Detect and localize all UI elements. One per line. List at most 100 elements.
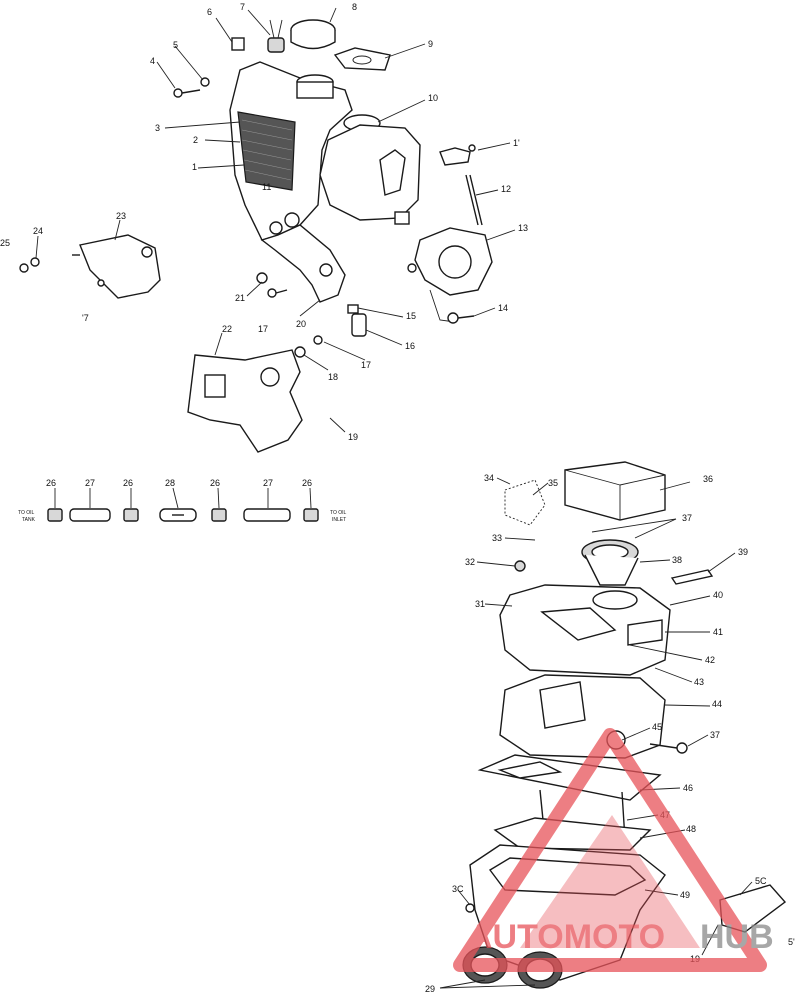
label-to-oil-tank-1: TO OIL — [18, 510, 35, 516]
watermark-triangle-outer — [453, 728, 767, 972]
callout-37b: 37 — [710, 730, 720, 740]
callout-21: 21 — [235, 293, 245, 303]
bracket-22-body — [187, 349, 303, 453]
washer-18 — [294, 346, 306, 358]
screw-17c — [97, 279, 105, 287]
reservoir-body — [319, 124, 421, 221]
callout-44: 44 — [712, 699, 722, 709]
foam-filter-36 — [564, 461, 666, 521]
callout-17a: 17 — [258, 324, 268, 334]
bolt-17b — [313, 335, 323, 345]
callout-40: 40 — [713, 590, 723, 600]
callout-45: 45 — [652, 722, 662, 732]
callout-26c: 26 — [210, 478, 220, 488]
callout-6: 6 — [207, 7, 212, 17]
callout-33: 33 — [492, 533, 502, 543]
strip-39 — [670, 569, 714, 585]
callout-36: 36 — [703, 474, 713, 484]
boot-skirt — [584, 554, 639, 586]
callout-20: 20 — [296, 319, 306, 329]
watermark-triangle-inner — [520, 815, 700, 948]
mount-hole-2 — [269, 221, 283, 235]
callout-28: 28 — [165, 478, 175, 488]
label-to-oil-tank-2: TANK — [22, 517, 36, 523]
callout-26a: 26 — [46, 478, 56, 488]
filler-cap-side — [290, 30, 336, 50]
callout-24: 24 — [33, 226, 43, 236]
clamp-26b — [123, 508, 139, 522]
leader-lines — [35, 7, 753, 989]
label-to-oil-inlet-1: TO OIL — [330, 510, 347, 516]
clamp-26a — [47, 508, 63, 522]
callout-8: 8 — [352, 2, 357, 12]
oil-tank-assembly — [173, 19, 391, 303]
hose-27b — [243, 508, 291, 522]
callout-11b: 1' — [513, 138, 520, 148]
reservoir-window — [379, 149, 406, 196]
valve-cap — [468, 144, 476, 152]
callout-19a: 19 — [348, 432, 358, 442]
mount-bracket-23 — [19, 234, 161, 299]
grille-texture — [241, 119, 293, 181]
tank-grille-panel — [237, 111, 296, 191]
flange-bolt — [407, 263, 417, 273]
valve-body — [439, 147, 471, 166]
carb-flange-bore — [438, 245, 472, 279]
callout-26d: 26 — [302, 478, 312, 488]
callout-42: 42 — [705, 655, 715, 665]
fittings-15-16 — [347, 304, 367, 337]
callout-32: 32 — [465, 557, 475, 567]
callout-9: 9 — [428, 39, 433, 49]
callout-12: 12 — [501, 184, 511, 194]
oil-hose-row — [47, 508, 319, 522]
mount-hole-3 — [319, 263, 333, 277]
mount-bracket-22 — [187, 335, 323, 453]
nut — [256, 272, 268, 284]
washer-24 — [30, 257, 40, 267]
watermark-text-automoto: AUTOMOTO — [468, 918, 665, 956]
valve-fitting — [439, 144, 483, 226]
lid-intake-hole — [592, 590, 638, 610]
callout-16: 16 — [405, 341, 415, 351]
gasket-hole — [352, 55, 372, 65]
bracket-22-slot — [204, 374, 226, 398]
callout-51: 5' — [788, 937, 795, 947]
callout-37a: 37 — [682, 513, 692, 523]
callout-30: 3C — [452, 884, 464, 894]
callout-46: 46 — [683, 783, 693, 793]
callout-14: 14 — [498, 303, 508, 313]
bracket-23-body — [79, 234, 161, 299]
callout-10: 10 — [428, 93, 438, 103]
callout-27a: 27 — [85, 478, 95, 488]
callout-1: 1 — [192, 162, 197, 172]
callout-27b: 27 — [263, 478, 273, 488]
watermark: AUTOMOTO HUB — [453, 728, 774, 972]
callout-48: 48 — [686, 824, 696, 834]
callout-41: 41 — [713, 627, 723, 637]
rod-12 — [465, 174, 479, 226]
callout-5: 5 — [173, 40, 178, 50]
screw-30 — [465, 903, 475, 913]
callout-39: 39 — [738, 547, 748, 557]
bolt-head — [173, 88, 183, 98]
bracket-23-hole — [141, 246, 153, 258]
bracket-22-hole — [260, 367, 280, 387]
callout-35: 35 — [548, 478, 558, 488]
callout-25: 25 — [0, 238, 10, 248]
lid-recess — [540, 607, 617, 641]
bolt-shank — [181, 89, 201, 94]
clamp-26d — [303, 508, 319, 522]
middle-channel — [539, 681, 586, 729]
callout-38: 38 — [672, 555, 682, 565]
callout-31: 31 — [475, 599, 485, 609]
callout-17c: '7 — [82, 313, 89, 323]
carb-flange — [407, 227, 493, 324]
bolt-37 — [676, 742, 688, 754]
callout-49: 49 — [680, 890, 690, 900]
callout-43: 43 — [694, 677, 704, 687]
callout-29: 29 — [425, 984, 435, 993]
fitting-15 — [347, 304, 359, 314]
callout-2: 2 — [193, 135, 198, 145]
